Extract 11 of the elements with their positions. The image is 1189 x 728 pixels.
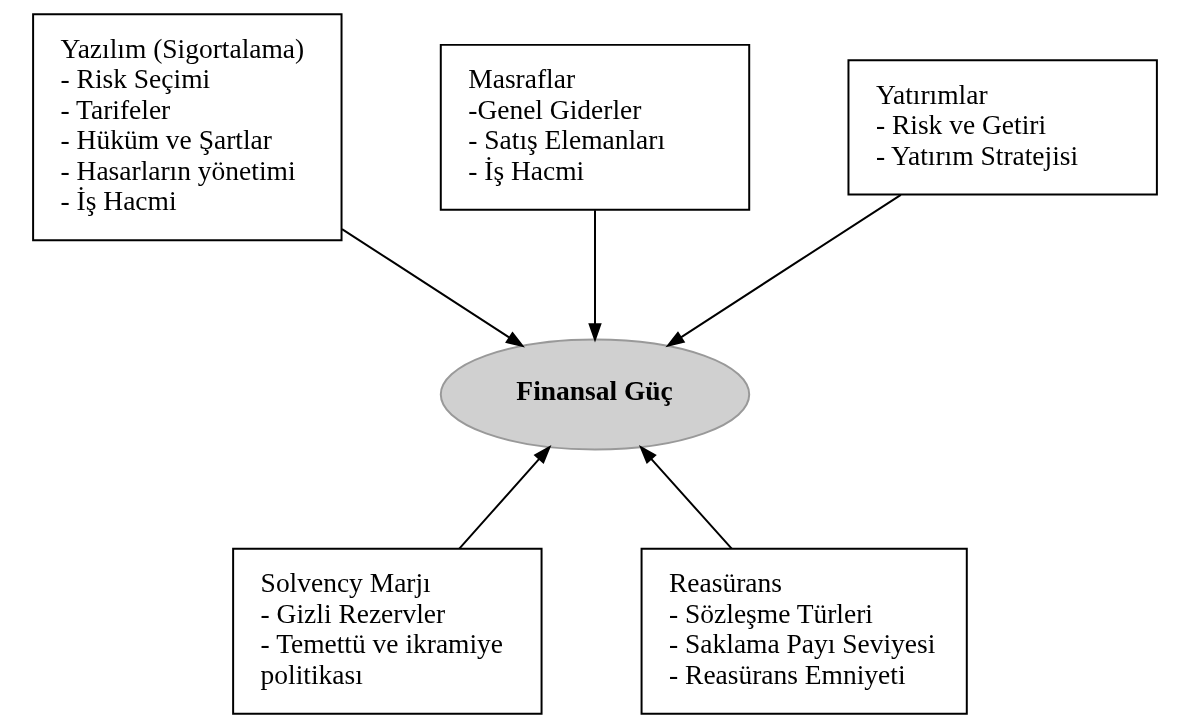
node-box: Masraflar -Genel Giderler - Satış Elemanları - İş Hacmi [439, 43, 750, 211]
node-box: Solvency Marjı - Gizli Rezervler - Temettü ve ikramiye politikası [231, 547, 543, 715]
arrow [587, 209, 602, 343]
node-box: Yazılım (Sigortalama) - Risk Seçimi - Tarifeler - Hüküm ve Şartlar - Hasarların yönetimi - İş Hacmi [31, 13, 343, 242]
arrow [665, 193, 902, 348]
node-box: Reasürans - Sözleşme Türleri - Saklama Payı Seviyesi - Reasürans Emniyeti [640, 547, 968, 715]
node-ellipse: Finansal Güç [439, 338, 750, 451]
arrow [340, 228, 525, 348]
arrow [638, 445, 733, 550]
arrow [457, 445, 551, 550]
node-box: Yatırımlar - Risk ve Getiri - Yatırım Stratejisi [846, 59, 1158, 196]
